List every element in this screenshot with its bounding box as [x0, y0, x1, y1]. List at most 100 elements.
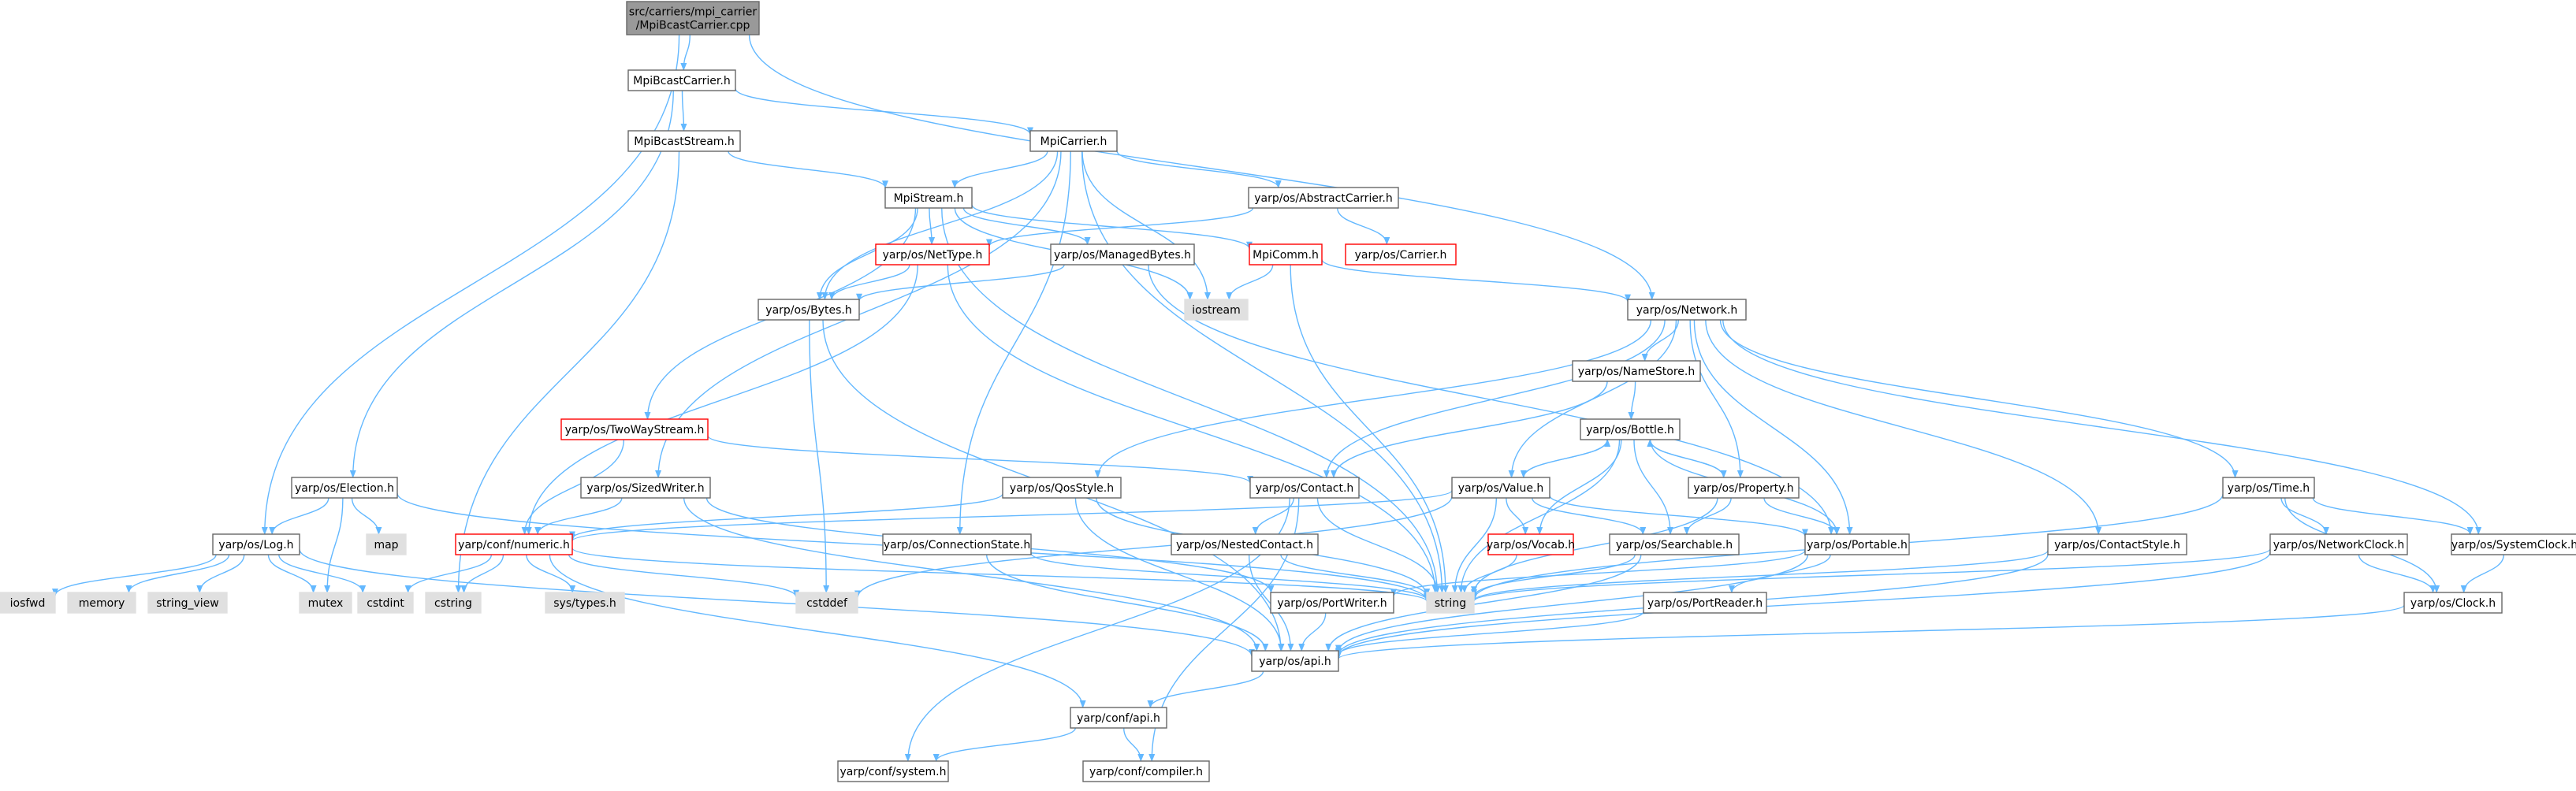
edge-mbc-to-mc: [735, 88, 1033, 136]
node-log[interactable]: yarp/os/Log.h: [212, 533, 300, 555]
node-system-box: [837, 760, 949, 782]
edge-network-to-portable: [1693, 319, 1853, 535]
node-value-label: yarp/os/Value.h: [1458, 482, 1544, 495]
node-system[interactable]: yarp/conf/system.h: [837, 760, 949, 782]
edge-property-to-bottle: [1647, 439, 1725, 478]
edge-abs-to-carrier: [1336, 207, 1390, 245]
node-network[interactable]: yarp/os/Network.h: [1627, 299, 1747, 321]
node-mbs[interactable]: MpiBcastStream.h: [627, 130, 741, 152]
node-network-label: yarp/os/Network.h: [1636, 304, 1738, 317]
node-portable[interactable]: yarp/os/Portable.h: [1804, 533, 1910, 555]
edge-mbc-to-election: [349, 90, 674, 478]
node-nettype-label: yarp/os/NetType.h: [883, 249, 983, 262]
node-memory: memory: [67, 592, 136, 614]
node-value[interactable]: yarp/os/Value.h: [1451, 477, 1550, 499]
node-mbc[interactable]: MpiBcastCarrier.h: [627, 69, 736, 91]
edge-ms-to-nettype: [929, 207, 936, 245]
node-netclock[interactable]: yarp/os/NetworkClock.h: [2269, 533, 2408, 555]
node-clock[interactable]: yarp/os/Clock.h: [2403, 592, 2503, 614]
node-nettype[interactable]: yarp/os/NetType.h: [875, 243, 990, 266]
edge-network-to-time: [1719, 319, 2239, 478]
node-root[interactable]: src/carriers/mpi_carrier/MpiBcastCarrier…: [626, 1, 760, 35]
edge-clock-to-osapi: [1335, 604, 2405, 660]
node-system-label: yarp/conf/system.h: [840, 766, 947, 778]
node-abs-box: [1248, 187, 1399, 209]
node-log-box: [212, 533, 300, 555]
edge-election-to-mutex: [324, 497, 344, 593]
node-carrier[interactable]: yarp/os/Carrier.h: [1345, 243, 1457, 266]
node-ms-label: MpiStream.h: [894, 192, 964, 205]
edge-sizedw-to-osapi: [683, 497, 1260, 652]
node-compiler-label: yarp/conf/compiler.h: [1089, 766, 1203, 778]
node-ms[interactable]: MpiStream.h: [884, 187, 973, 209]
node-string-label: string: [1435, 597, 1466, 610]
node-mc[interactable]: MpiCarrier.h: [1029, 130, 1118, 152]
node-nettype-box: [875, 243, 990, 266]
edge-log-to-mutex: [267, 554, 317, 593]
node-cstring: cstring: [425, 592, 482, 614]
node-property[interactable]: yarp/os/Property.h: [1688, 477, 1800, 499]
edge-abs-to-nettype: [986, 207, 1254, 247]
node-twoway[interactable]: yarp/os/TwoWayStream.h: [560, 418, 709, 440]
node-sizedw-box: [580, 477, 711, 499]
node-mutex-box: [299, 592, 352, 614]
node-namestore-box: [1572, 360, 1701, 382]
node-sizedw[interactable]: yarp/os/SizedWriter.h: [580, 477, 711, 499]
edge-connstate-to-osapi: [985, 554, 1269, 652]
node-iostream-box: [1184, 299, 1249, 321]
node-mcomm-label: MpiComm.h: [1253, 249, 1319, 262]
node-nested[interactable]: yarp/os/NestedContact.h: [1171, 533, 1319, 555]
node-searchable[interactable]: yarp/os/Searchable.h: [1609, 533, 1740, 555]
edge-osapi-to-confapi: [1147, 670, 1264, 708]
node-twoway-box: [560, 418, 709, 440]
node-mutex-label: mutex: [308, 597, 344, 610]
node-bytes[interactable]: yarp/os/Bytes.h: [758, 299, 860, 321]
node-sysclock[interactable]: yarp/os/SystemClock.h: [2451, 533, 2576, 555]
node-cstring-box: [425, 592, 482, 614]
node-mbytes-box: [1050, 243, 1195, 266]
node-mbytes[interactable]: yarp/os/ManagedBytes.h: [1050, 243, 1195, 266]
node-memory-box: [67, 592, 136, 614]
node-osapi-box: [1251, 650, 1339, 672]
node-mc-label: MpiCarrier.h: [1040, 136, 1107, 148]
edge-mc-to-bytes: [821, 150, 1059, 300]
node-osapi[interactable]: yarp/os/api.h: [1251, 650, 1339, 672]
node-portable-label: yarp/os/Portable.h: [1807, 539, 1908, 551]
node-searchable-label: yarp/os/Searchable.h: [1616, 539, 1733, 551]
node-portreader[interactable]: yarp/os/PortReader.h: [1643, 592, 1767, 614]
node-time[interactable]: yarp/os/Time.h: [2222, 477, 2315, 499]
node-map: map: [366, 533, 407, 555]
node-vocab[interactable]: yarp/os/Vocab.h: [1487, 533, 1575, 555]
node-string-box: [1426, 592, 1475, 614]
edge-portwriter-to-osapi: [1298, 612, 1327, 652]
node-bottle[interactable]: yarp/os/Bottle.h: [1580, 418, 1681, 440]
node-value-box: [1451, 477, 1550, 499]
edge-portable-to-portreader: [1728, 554, 1831, 593]
node-iostream-label: iostream: [1192, 304, 1241, 317]
node-election[interactable]: yarp/os/Election.h: [291, 477, 398, 499]
node-portwriter[interactable]: yarp/os/PortWriter.h: [1270, 592, 1394, 614]
node-cstdint-box: [357, 592, 414, 614]
node-connstate-label: yarp/os/ConnectionState.h: [884, 539, 1030, 551]
edge-value-to-searchable: [1532, 497, 1647, 535]
node-string_view-box: [147, 592, 228, 614]
node-numeric[interactable]: yarp/conf/numeric.h: [455, 533, 573, 555]
node-contact[interactable]: yarp/os/Contact.h: [1249, 477, 1360, 499]
node-mbc-box: [627, 69, 736, 91]
node-mbc-label: MpiBcastCarrier.h: [633, 75, 730, 87]
node-namestore[interactable]: yarp/os/NameStore.h: [1572, 360, 1701, 382]
node-connstate[interactable]: yarp/os/ConnectionState.h: [882, 533, 1032, 555]
node-confapi[interactable]: yarp/conf/api.h: [1070, 707, 1167, 729]
edge-sysclock-to-clock: [2460, 554, 2504, 593]
edge-network-to-contactstyle: [1705, 319, 2102, 535]
edge-confapi-to-compiler: [1122, 727, 1145, 762]
node-nested-box: [1171, 533, 1319, 555]
node-mcomm[interactable]: MpiComm.h: [1249, 243, 1323, 266]
node-contactstyle[interactable]: yarp/os/ContactStyle.h: [2047, 533, 2187, 555]
node-abs[interactable]: yarp/os/AbstractCarrier.h: [1248, 187, 1399, 209]
node-bytes-label: yarp/os/Bytes.h: [765, 304, 851, 317]
node-qos[interactable]: yarp/os/QosStyle.h: [1002, 477, 1122, 499]
edge-time-to-netclock: [2280, 497, 2329, 535]
node-compiler[interactable]: yarp/conf/compiler.h: [1082, 760, 1210, 782]
